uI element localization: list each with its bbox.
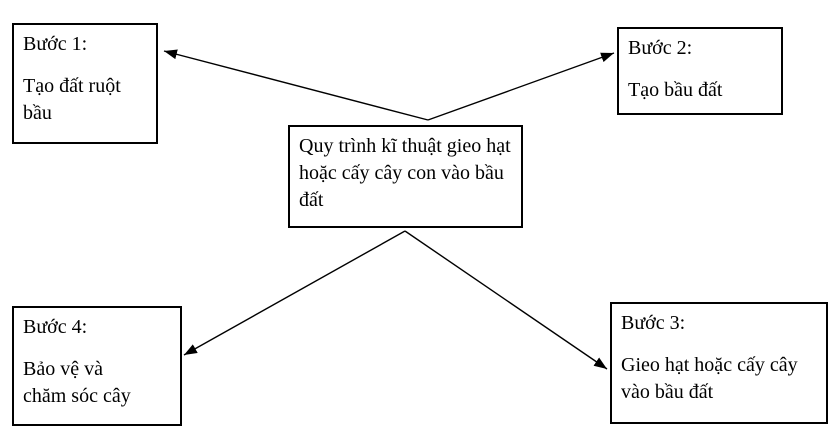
arrow-center-to-step3 bbox=[404, 230, 608, 370]
step-4-body: Bảo vệ và chăm sóc cây bbox=[23, 358, 131, 407]
step-3-box: Bước 3: Gieo hạt hoặc cấy cây vào bầu đấ… bbox=[610, 302, 828, 424]
step-1-box: Bước 1: Tạo đất ruột bầu bbox=[12, 23, 158, 144]
arrow-center-to-step4 bbox=[183, 230, 406, 356]
center-process-box: Quy trình kĩ thuật gieo hạt hoặc cấy cây… bbox=[288, 125, 523, 228]
step-2-title: Bước 2: bbox=[628, 37, 693, 59]
step-1-title: Bước 1: bbox=[23, 33, 88, 55]
arrow-center-to-step2 bbox=[427, 52, 615, 121]
step-4-title: Bước 4: bbox=[23, 316, 88, 338]
step-3-title: Bước 3: bbox=[621, 312, 686, 334]
step-1-body: Tạo đất ruột bầu bbox=[23, 75, 121, 124]
step-3-body: Gieo hạt hoặc cấy cây vào bầu đất bbox=[621, 354, 798, 403]
step-2-box: Bước 2: Tạo bầu đất bbox=[617, 27, 783, 115]
arrow-center-to-step1 bbox=[163, 49, 429, 121]
center-process-text: Quy trình kĩ thuật gieo hạt hoặc cấy cây… bbox=[299, 135, 511, 211]
step-2-body: Tạo bầu đất bbox=[628, 79, 723, 101]
step-4-box: Bước 4: Bảo vệ và chăm sóc cây bbox=[12, 306, 182, 426]
